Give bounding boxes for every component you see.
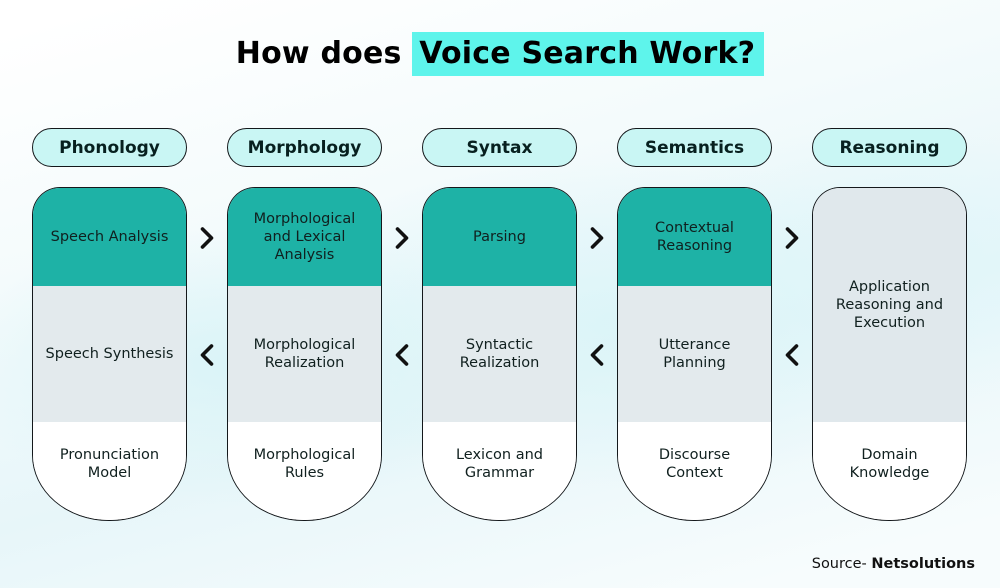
pill-morphology: Morphology <box>227 128 382 167</box>
chevron-left-icon <box>200 344 214 366</box>
column-syntax: Syntax Parsing Syntactic Realization Lex… <box>422 128 577 521</box>
pill-semantics: Semantics <box>617 128 772 167</box>
card-section: Application Reasoning and Execution <box>813 188 966 422</box>
chevron-left-icon <box>590 344 604 366</box>
card-section: Speech Analysis <box>33 188 186 286</box>
arrow-gap <box>772 128 812 521</box>
chevron-right-icon <box>395 227 409 249</box>
pill-syntax: Syntax <box>422 128 577 167</box>
card-section: Utterance Planning <box>618 286 771 422</box>
card-section: Domain Knowledge <box>813 422 966 520</box>
card-section: Lexicon and Grammar <box>423 422 576 520</box>
column-morphology: Morphology Morphological and Lexical Ana… <box>227 128 382 521</box>
card-morphology: Morphological and Lexical Analysis Morph… <box>227 187 382 521</box>
card-section: Syntactic Realization <box>423 286 576 422</box>
process-board: Phonology Speech Analysis Speech Synthes… <box>32 128 967 521</box>
card-reasoning: Application Reasoning and Execution Doma… <box>812 187 967 521</box>
chevron-right-icon <box>590 227 604 249</box>
page-title: How does Voice Search Work? <box>0 32 1000 76</box>
chevron-right-icon <box>200 227 214 249</box>
column-semantics: Semantics Contextual Reasoning Utterance… <box>617 128 772 521</box>
title-prefix: How does <box>235 36 413 71</box>
title-highlight: Voice Search Work? <box>412 32 765 76</box>
card-section: Parsing <box>423 188 576 286</box>
chevron-left-icon <box>395 344 409 366</box>
card-section: Discourse Context <box>618 422 771 520</box>
arrow-gap <box>577 128 617 521</box>
source-name: Netsolutions <box>871 556 975 572</box>
chevron-left-icon <box>785 344 799 366</box>
arrow-gap <box>382 128 422 521</box>
column-phonology: Phonology Speech Analysis Speech Synthes… <box>32 128 187 521</box>
card-phonology: Speech Analysis Speech Synthesis Pronunc… <box>32 187 187 521</box>
card-section: Contextual Reasoning <box>618 188 771 286</box>
source-label: Source- <box>811 556 872 572</box>
card-semantics: Contextual Reasoning Utterance Planning … <box>617 187 772 521</box>
column-reasoning: Reasoning Application Reasoning and Exec… <box>812 128 967 521</box>
card-section: Speech Synthesis <box>33 286 186 422</box>
card-section: Morphological Realization <box>228 286 381 422</box>
chevron-right-icon <box>785 227 799 249</box>
card-section: Pronunciation Model <box>33 422 186 520</box>
pill-reasoning: Reasoning <box>812 128 967 167</box>
arrow-gap <box>187 128 227 521</box>
source-credit: Source- Netsolutions <box>812 556 975 572</box>
card-section: Morphological and Lexical Analysis <box>228 188 381 286</box>
card-section: Morphological Rules <box>228 422 381 520</box>
card-syntax: Parsing Syntactic Realization Lexicon an… <box>422 187 577 521</box>
pill-phonology: Phonology <box>32 128 187 167</box>
